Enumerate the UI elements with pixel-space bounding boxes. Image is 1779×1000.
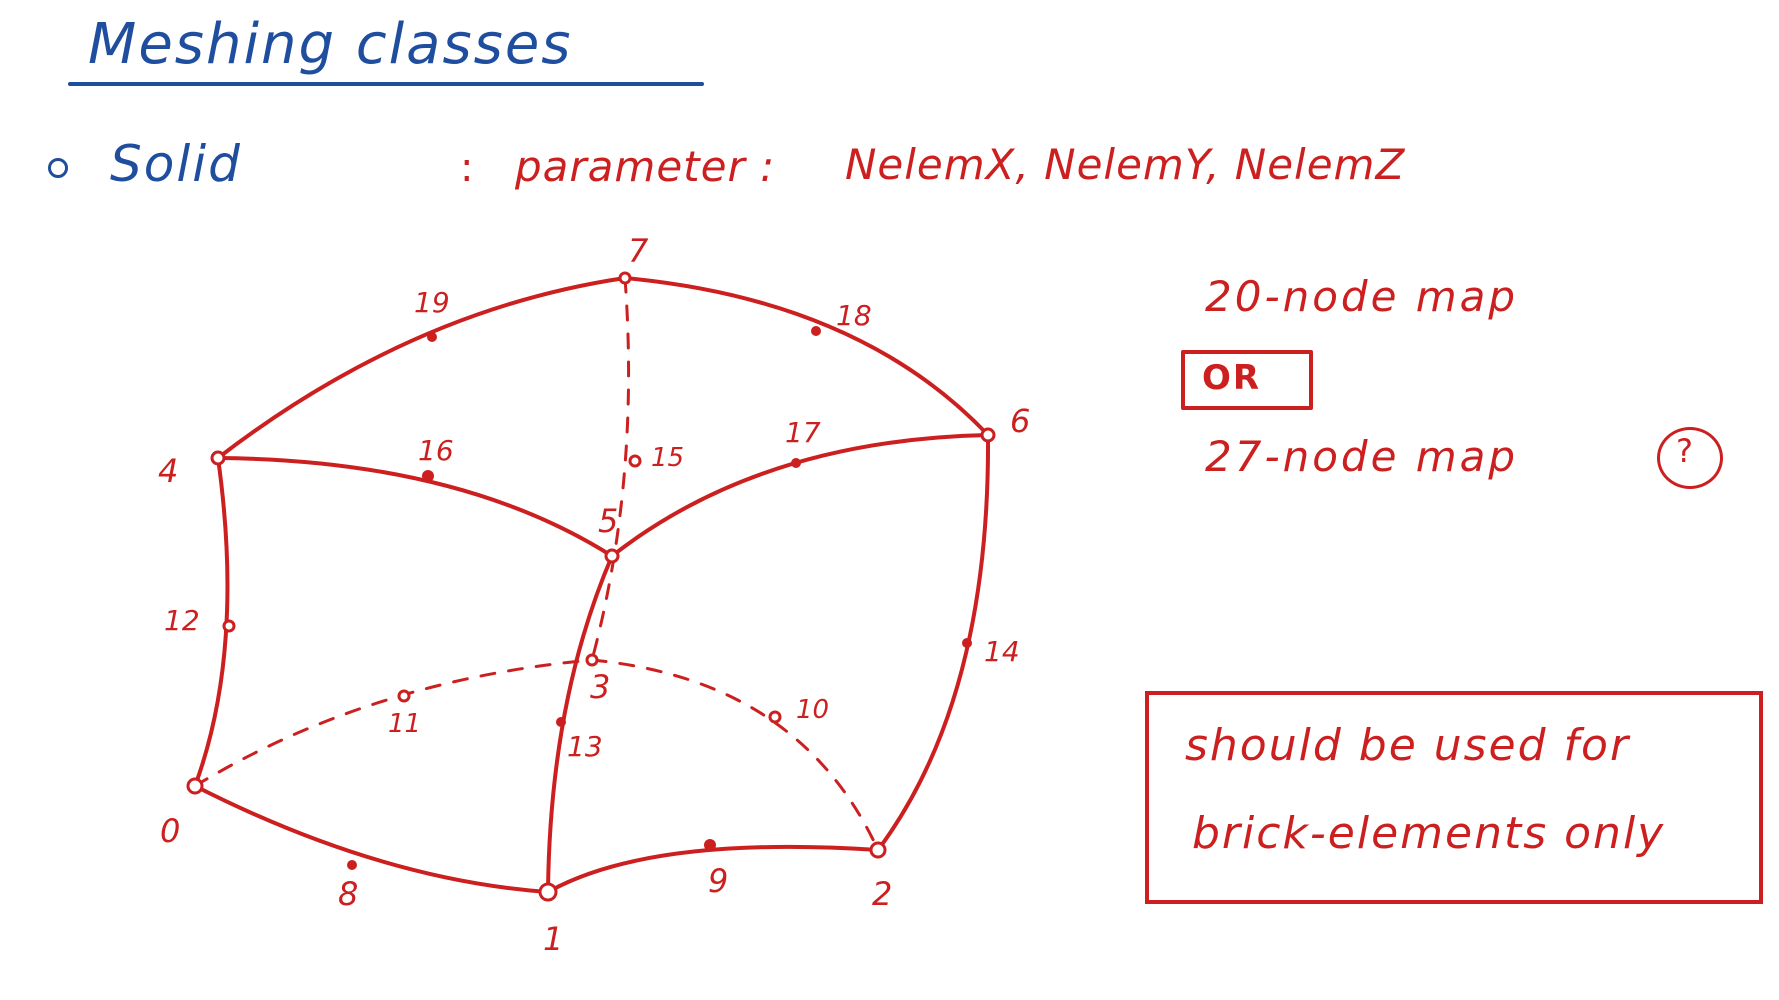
node-label-14: 14	[984, 635, 1020, 668]
node-8	[347, 860, 357, 870]
node-7	[618, 271, 632, 285]
node-label-10: 10	[796, 695, 829, 725]
node-label-11: 11	[388, 709, 421, 739]
node-label-8: 8	[338, 875, 358, 913]
node-12	[222, 619, 236, 633]
node-19	[427, 332, 437, 342]
parameter-list: NelemX, NelemY, NelemZ	[845, 140, 1406, 189]
or-box	[1181, 350, 1313, 410]
edge-7-6	[623, 276, 990, 437]
node-5	[604, 548, 620, 564]
node-18	[811, 326, 821, 336]
note-line-1: should be used for	[1185, 720, 1631, 771]
node-4	[210, 450, 226, 466]
question-mark: ?	[1676, 432, 1693, 470]
node-label-2: 2	[872, 875, 892, 913]
node-2	[869, 841, 887, 859]
edge-0-3	[193, 658, 594, 788]
page-title: Meshing classes	[88, 12, 573, 77]
edge-1-2	[546, 844, 880, 894]
node-17	[791, 458, 801, 468]
edge-5-1	[546, 554, 614, 894]
node-label-16: 16	[418, 434, 454, 467]
edge-4-7	[216, 276, 627, 460]
solid-label: Solid	[110, 135, 242, 193]
node-label-17: 17	[785, 416, 821, 449]
node-9	[704, 839, 716, 851]
node-label-13: 13	[567, 730, 603, 763]
node-10	[768, 710, 782, 724]
colon: :	[460, 145, 474, 191]
node-label-3: 3	[590, 668, 610, 706]
node-label-1: 1	[543, 920, 563, 958]
node-3	[585, 653, 599, 667]
title-underline	[68, 82, 704, 86]
node-15	[628, 454, 642, 468]
node-1	[538, 882, 558, 902]
edge-3-2	[590, 658, 880, 852]
edge-4-0	[193, 456, 230, 788]
parameter-label: parameter :	[515, 142, 776, 191]
node-label-15: 15	[651, 443, 684, 473]
node-13	[556, 717, 566, 727]
node-label-4: 4	[158, 452, 178, 490]
question-circle-icon	[1657, 427, 1723, 489]
node-16	[422, 470, 434, 482]
note-box	[1145, 691, 1763, 904]
node-11	[397, 689, 411, 703]
node-label-0: 0	[160, 812, 180, 850]
edge-0-1	[193, 784, 550, 894]
note-line-2: brick-elements only	[1192, 808, 1666, 859]
node-label-5: 5	[598, 502, 618, 540]
node-label-18: 18	[836, 299, 872, 332]
map-20-node-label: 20-node map	[1205, 272, 1519, 321]
map-27-node-label: 27-node map	[1205, 432, 1519, 481]
node-6	[980, 427, 996, 443]
node-0	[186, 777, 204, 795]
node-label-12: 12	[164, 604, 200, 637]
edge-6-2	[876, 433, 991, 852]
node-label-19: 19	[414, 286, 450, 319]
node-label-7: 7	[628, 232, 649, 270]
edge-7-3	[590, 276, 631, 662]
or-label: OR	[1202, 358, 1262, 398]
bullet-icon	[48, 158, 68, 178]
edge-4-5	[216, 456, 614, 558]
node-label-6: 6	[1010, 402, 1030, 440]
edge-5-6	[610, 433, 990, 558]
node-14	[962, 638, 972, 648]
node-label-9: 9	[708, 862, 728, 900]
